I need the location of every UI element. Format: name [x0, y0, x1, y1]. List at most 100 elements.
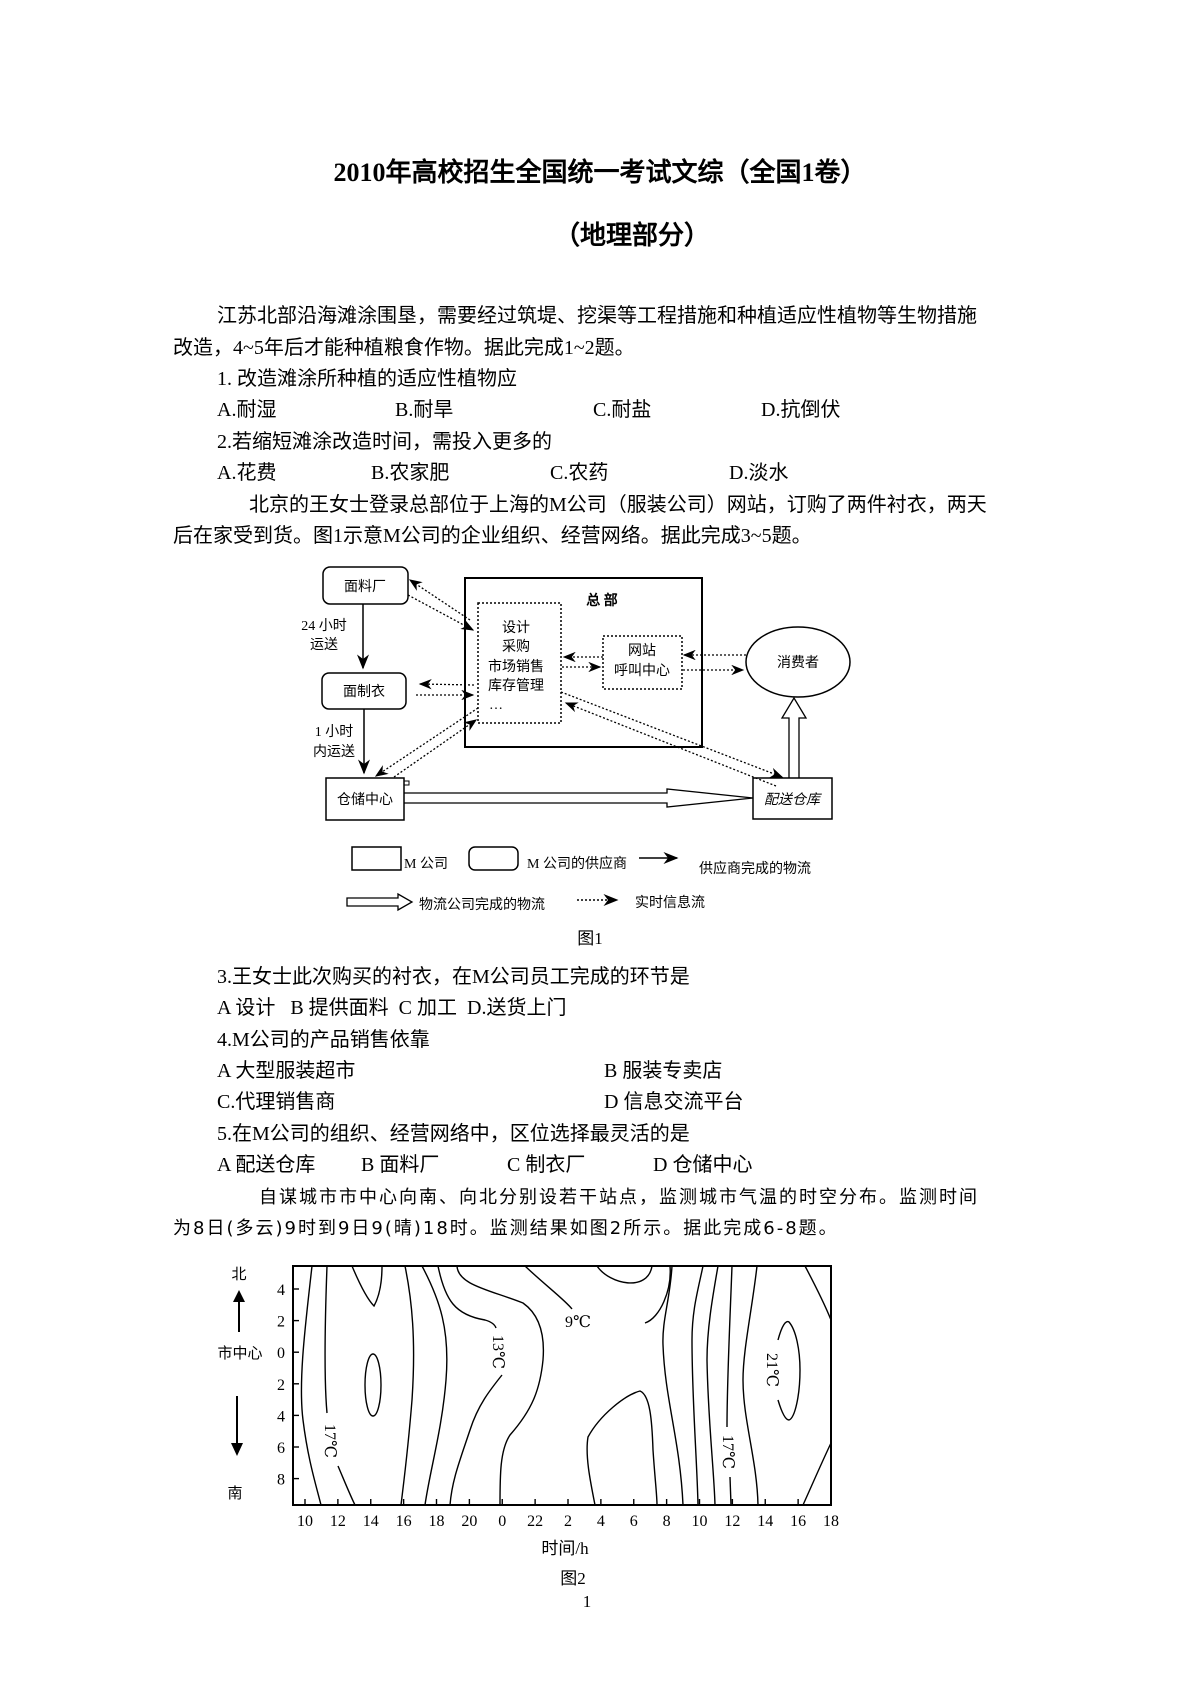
contour-line-13: [437, 1265, 497, 1329]
x-tick-label: 18: [429, 1513, 445, 1530]
contour-line: [802, 1442, 832, 1506]
edge-label: 运送: [310, 637, 338, 653]
passage1-line1: 江苏北部沿海滩涂围垦，需要经过筑堤、挖渠等工程措施和种植适应性植物等生物措施: [217, 305, 977, 327]
contour-label-13: 13℃: [489, 1335, 506, 1369]
q2-option-d: D.淡水: [729, 462, 789, 484]
hq-function: 库存管理: [488, 678, 544, 694]
q5-option-b: B 面料厂: [361, 1154, 440, 1176]
x-tick-label: 8: [663, 1513, 671, 1530]
fabric-factory-box: [322, 566, 409, 605]
q5-option-c: C 制衣厂: [507, 1154, 586, 1176]
info-flow-arrows: [374, 579, 784, 787]
logistics-arrow: [404, 788, 754, 808]
y-label-south: 南: [227, 1485, 242, 1502]
x-tick-label: 14: [757, 1513, 773, 1530]
x-tick-label: 18: [823, 1513, 839, 1530]
legend-company-symbol: [351, 846, 402, 871]
website-box: [602, 635, 683, 690]
hq-function: …: [489, 698, 503, 713]
legend-supplier-logistics-label: 供应商完成的物流: [699, 860, 811, 877]
figure1-diagram: 面料厂 面制衣 仓储中心 总 部 设计 采购 市场销售 库存管理 … 网站 呼叫…: [301, 566, 851, 948]
x-tick-label: 16: [396, 1513, 412, 1530]
contour-lines: [300, 1265, 832, 1506]
hq-function: 采购: [502, 639, 530, 655]
hq-function: 市场销售: [488, 658, 544, 675]
contour-line: [742, 1265, 759, 1506]
contour-line-17: [726, 1265, 733, 1428]
contour-line: [421, 1265, 448, 1506]
hq-functions-box: [477, 602, 562, 724]
y-tick-label: 0: [277, 1345, 285, 1362]
garment-factory-label: 面制衣: [343, 684, 385, 700]
q1-option-c: C.耐盐: [593, 399, 652, 421]
q5-option-d: D 仓储中心: [653, 1154, 753, 1176]
contour-label-17-right: 17℃: [719, 1435, 736, 1469]
contour-line: [456, 1265, 545, 1506]
storage-center-box: [325, 777, 405, 821]
storage-center-label: 仓储中心: [337, 792, 393, 808]
consumer-label: 消费者: [777, 655, 819, 671]
contour-line: [337, 1465, 356, 1506]
figure1-caption: 图1: [577, 929, 603, 948]
contour-line: [300, 1265, 322, 1506]
contour-line: [586, 1390, 658, 1506]
x-tick-label: 10: [297, 1513, 313, 1530]
legend-logistics-label: 物流公司完成的物流: [419, 897, 545, 913]
legend-info-label: 实时信息流: [635, 894, 705, 911]
x-tick-label: 22: [527, 1513, 543, 1530]
legend-supplier-symbol: [468, 846, 519, 871]
contour-line-13: [449, 1374, 503, 1506]
y-tick-label: 4: [277, 1408, 285, 1425]
q3-options: A 设计 B 提供面料 C 加工 D.送货上门: [217, 997, 567, 1019]
q4-option-b: B 服装专卖店: [604, 1060, 723, 1082]
contour-line: [706, 1265, 719, 1506]
contour-line-17: [729, 1476, 732, 1506]
q4-stem: 4.M公司的产品销售依靠: [217, 1029, 430, 1051]
q4-option-a: A 大型服装超市: [217, 1060, 356, 1082]
x-tick-label: 12: [330, 1513, 346, 1530]
fabric-factory-label: 面料厂: [344, 579, 386, 595]
contour-line: [596, 1265, 653, 1284]
y-tick-label: 6: [277, 1440, 285, 1457]
contour-line-9: [524, 1265, 573, 1310]
x-tick-label: 12: [724, 1513, 740, 1530]
q2-option-c: C.农药: [550, 462, 609, 484]
y-tick-label: 8: [277, 1472, 285, 1489]
contour-label-21: 21℃: [763, 1353, 780, 1387]
x-tick-label: 2: [564, 1513, 572, 1530]
legend-company-label: M 公司: [404, 857, 448, 872]
passage2-line1: 北京的王女士登录总部位于上海的M公司（服装公司）网站，订购了两件衬衣，两天: [249, 494, 987, 516]
south-arrow-head-icon: [231, 1443, 243, 1456]
consumer-ellipse: [745, 626, 851, 698]
headquarters-label: 总 部: [586, 592, 618, 609]
y-label-north: 北: [231, 1266, 246, 1283]
legend-logistics-arrow: [346, 892, 414, 912]
contour-line: [804, 1265, 832, 1321]
q4-option-d: D 信息交流平台: [604, 1091, 744, 1113]
contour-line: [364, 1353, 382, 1417]
q3-stem: 3.王女士此次购买的衬衣，在M公司员工完成的环节是: [217, 966, 690, 988]
contour-line: [662, 1265, 684, 1506]
plot-frame: [292, 1265, 832, 1506]
page-subtitle: （地理部分）: [553, 221, 710, 250]
x-tick-label: 14: [363, 1513, 379, 1530]
passage3-line2: 为8日(多云)9时到9日9(晴)18时。监测结果如图2所示。据此完成6-8题。: [173, 1218, 839, 1239]
page-title: 2010年高校招生全国统一考试文综（全国1卷）: [333, 158, 867, 187]
y-tick-label: 2: [277, 1377, 285, 1394]
x-tick-label: 0: [498, 1513, 506, 1530]
q2-stem: 2.若缩短滩涂改造时间，需投入更多的: [217, 431, 552, 453]
figure2-caption: 图2: [560, 1569, 586, 1588]
contour-label-9: 9℃: [565, 1314, 591, 1331]
hq-function: 设计: [502, 620, 530, 636]
y-tick-label: 2: [277, 1314, 285, 1331]
y-label-city-center: 市中心: [217, 1345, 262, 1362]
passage2-line2: 后在家受到货。图1示意M公司的企业组织、经营网络。据此完成3~5题。: [173, 525, 812, 547]
contour-line: [400, 1265, 415, 1506]
q5-stem: 5.在M公司的组织、经营网络中，区位选择最灵活的是: [217, 1123, 690, 1145]
q2-option-b: B.农家肥: [371, 462, 450, 484]
contour-line: [691, 1265, 704, 1506]
website-label: 网站: [628, 643, 656, 659]
q2-option-a: A.花费: [217, 462, 277, 484]
